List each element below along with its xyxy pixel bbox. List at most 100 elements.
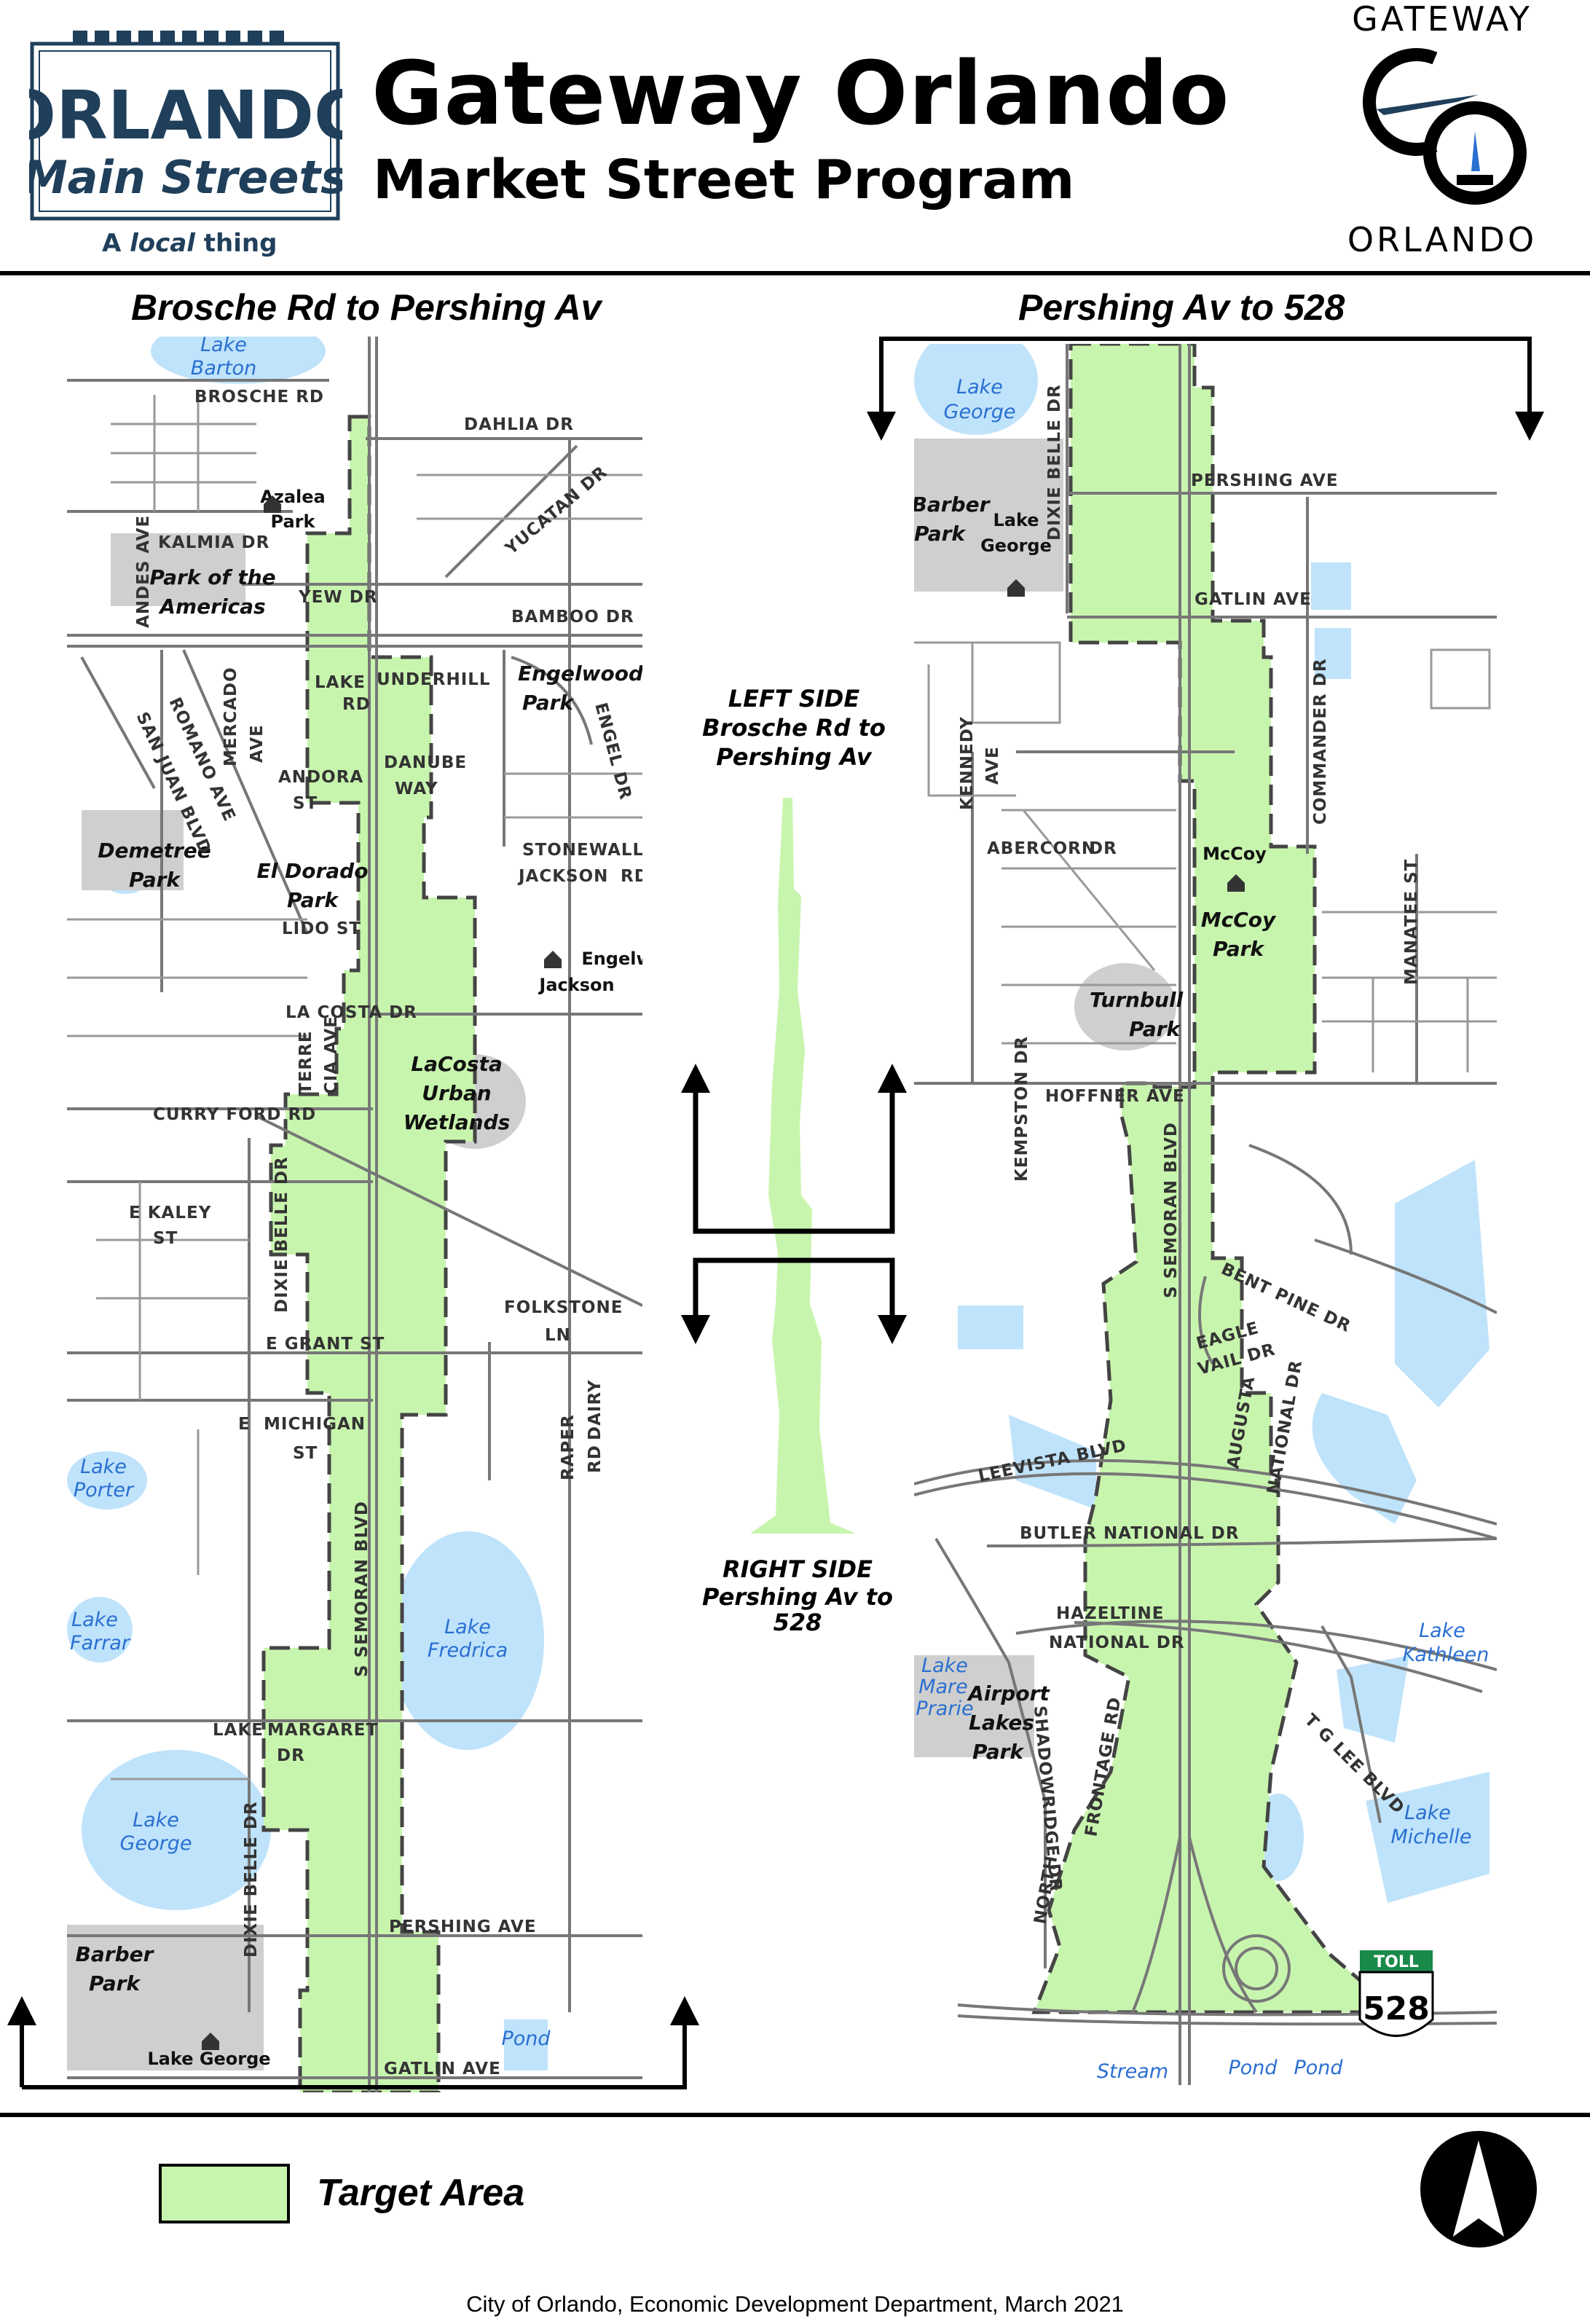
gateway-orlando-go-logo: GATEWAY ORLANDO xyxy=(1326,0,1559,262)
road-label: JACKSON xyxy=(517,867,608,886)
arrow-up-icon xyxy=(681,1064,710,1093)
water-label: George xyxy=(120,1832,192,1855)
left-map-bracket xyxy=(7,1996,699,2089)
fountain-icon xyxy=(1471,131,1480,171)
road-label: LN xyxy=(545,1326,571,1345)
road-label: ST xyxy=(293,794,318,813)
poi-label: Engelw xyxy=(581,949,642,969)
overview-target-area xyxy=(750,798,856,1534)
park-marker-icon xyxy=(1227,874,1245,892)
park-label: Barber xyxy=(76,1942,155,1966)
park-marker-icon xyxy=(1007,579,1025,597)
toll-528-shield-icon: TOLL 528 xyxy=(1358,1950,1434,2037)
road-label: GATLIN AVE xyxy=(384,2060,501,2078)
road-label: UNDERHILL xyxy=(377,670,491,689)
poi-label: Park xyxy=(271,511,316,532)
poi-label: Jackson xyxy=(538,975,614,995)
water-label: Lake xyxy=(133,1809,179,1832)
airplane-icon xyxy=(1377,95,1479,115)
road-label: RD xyxy=(342,695,371,714)
water-label: Porter xyxy=(74,1479,135,1501)
park-marker-icon xyxy=(264,495,281,513)
park-marker-icon xyxy=(202,2033,219,2050)
overview-top-label: LEFT SIDE xyxy=(728,685,860,712)
left-road-network xyxy=(67,337,643,2092)
poi-label: Lake xyxy=(993,510,1039,530)
water-label: Pond xyxy=(501,2027,551,2050)
road-label: ANDORA xyxy=(278,768,363,787)
poi-label: Lake George xyxy=(147,2049,270,2069)
page-title: Gateway Orlando xyxy=(371,44,1230,145)
road-label: AVE xyxy=(248,724,267,763)
park-label: LaCosta xyxy=(411,1052,502,1076)
road-label: BROSCHE RD xyxy=(194,388,324,407)
park-label: McCoy xyxy=(1201,908,1277,932)
logo-line1: ORLANDO xyxy=(29,76,342,154)
water-label: Lake xyxy=(444,1616,491,1638)
road-label: KENNEDY xyxy=(958,716,977,810)
road-label: AVE xyxy=(983,746,1002,785)
road-label: NATIONAL DR xyxy=(1049,1633,1185,1652)
left-map[interactable]: Lake Barton Lake Porter Lake Farrar Lake… xyxy=(67,318,653,2095)
park-label: Lakes xyxy=(969,1711,1034,1735)
road-label: PERSHING AVE xyxy=(389,1917,537,1936)
park-label: Engelwood xyxy=(518,662,642,686)
footer-divider xyxy=(0,2113,1590,2117)
park-label: Park xyxy=(972,1740,1025,1764)
logo-orlando-text: ORLANDO xyxy=(1347,220,1537,259)
park-label: Airport xyxy=(967,1681,1050,1705)
road-label: FOLKSTONE xyxy=(504,1298,623,1317)
overview-bottom-label: Pershing Av to xyxy=(702,1583,893,1611)
right-map[interactable]: Lake George Lake Kathleen Lake Mare Prar… xyxy=(912,326,1497,2085)
road-label: DANUBE xyxy=(384,753,467,772)
road-label: CURRY FORD RD xyxy=(153,1105,316,1124)
road-label: DIXIE BELLE DR xyxy=(1045,384,1064,541)
water-label: Lake xyxy=(80,1456,127,1478)
park-label: Urban xyxy=(422,1081,491,1105)
logo-gateway-text: GATEWAY xyxy=(1352,0,1532,39)
road-label: DAHLIA DR xyxy=(464,415,574,434)
road-label: STONEWALL xyxy=(522,841,642,860)
road-label: COMMANDER DR xyxy=(1311,658,1330,825)
park-label: Park xyxy=(1129,1017,1181,1041)
right-panel-title: Pershing Av to 528 xyxy=(1018,287,1345,328)
poi-label: George xyxy=(980,535,1052,556)
road-label: LAKE xyxy=(213,1721,264,1740)
water-label: Fredrica xyxy=(428,1639,508,1662)
north-arrow-icon xyxy=(1417,2127,1540,2251)
road-label: RAPER xyxy=(559,1414,578,1480)
arrow-up-icon xyxy=(670,1996,699,2025)
arrow-down-icon xyxy=(878,1315,907,1344)
park-label: Park xyxy=(1213,937,1265,961)
water-label: Kathleen xyxy=(1403,1644,1489,1666)
road-label: ABERCORN xyxy=(987,839,1096,858)
shield-number: 528 xyxy=(1363,1990,1430,2027)
overview-arrows xyxy=(693,1078,895,1330)
legend-swatch xyxy=(159,2164,290,2223)
park-label: El Dorado xyxy=(257,859,369,883)
road-label: RD xyxy=(621,867,642,886)
park-label: Park xyxy=(129,868,181,892)
shield-top-text: TOLL xyxy=(1374,1953,1419,1971)
water-label: Lake xyxy=(200,337,247,356)
water-label: Lake xyxy=(71,1609,118,1631)
right-local-streets xyxy=(914,641,1497,1072)
road-label: LAKE xyxy=(315,673,366,692)
orlando-main-streets-logo: ORLANDO Main Streets A local thing xyxy=(0,29,371,262)
road-label: MERCADO xyxy=(221,667,240,766)
road-label: KALMIA DR xyxy=(158,533,269,552)
logo-tagline: A local thing xyxy=(102,229,277,258)
park-label: Barber xyxy=(914,492,991,517)
park-label: Turnbull xyxy=(1090,988,1184,1012)
arrow-up-icon xyxy=(7,1996,36,2025)
road-label: YUCATAN DR xyxy=(501,463,611,559)
right-road-network xyxy=(913,344,1497,2085)
park-label: Americas xyxy=(158,594,265,619)
road-label: E xyxy=(238,1415,251,1434)
road-label: BAMBOO DR xyxy=(511,608,634,627)
water-label: Lake xyxy=(1404,1802,1451,1824)
overview-bottom-label: RIGHT SIDE xyxy=(723,1555,873,1583)
water-label: Prarie xyxy=(916,1697,973,1720)
road-label: KEMPSTON DR xyxy=(1012,1036,1031,1182)
water-label: Barton xyxy=(191,357,256,380)
